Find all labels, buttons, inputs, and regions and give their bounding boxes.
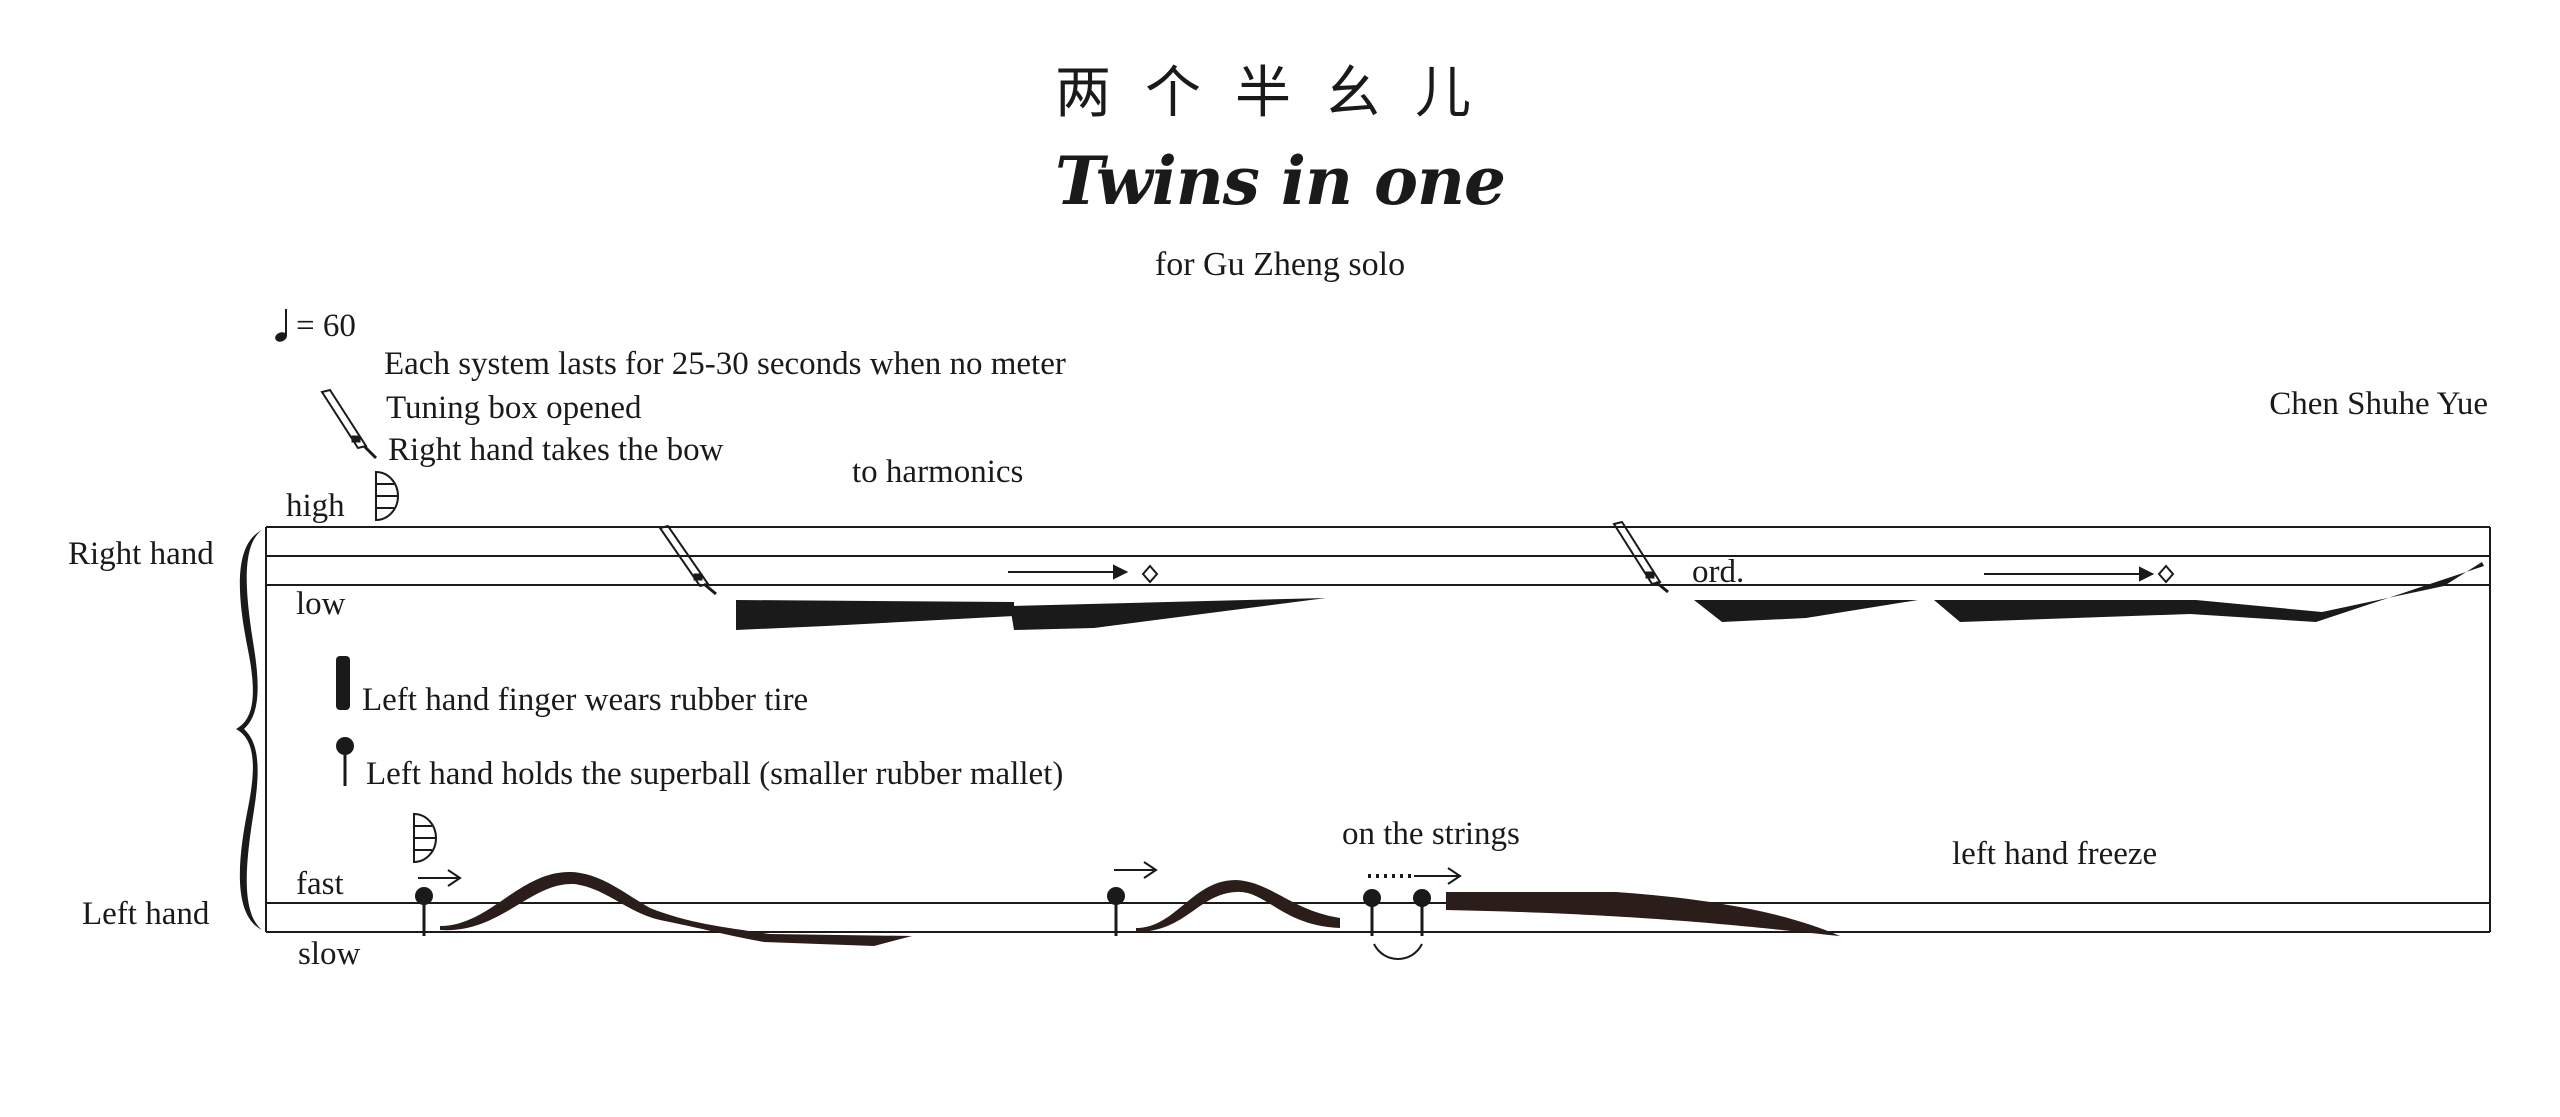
system-brace (236, 530, 262, 930)
quarter-note-icon (275, 309, 287, 342)
freeze-annotation: left hand freeze (1952, 836, 2158, 872)
mallet-stroke-1 (415, 887, 433, 936)
lh-curve-1 (440, 871, 912, 946)
rubber-tire-icon (336, 656, 350, 710)
rh-wedge-4 (1934, 562, 2484, 622)
on-strings-annotation: on the strings (1342, 816, 1520, 852)
duration-instruction: Each system lasts for 25-30 seconds when… (384, 346, 1066, 382)
slur-under-mallets (1373, 943, 1423, 960)
superball-mallet-icon (336, 737, 354, 786)
tempo-marking: = 60 (296, 308, 356, 344)
arrow-to-harmonic-2 (1984, 566, 2155, 582)
label-low: low (296, 586, 346, 622)
bow-icon (320, 388, 378, 460)
hatched-semicircle-icon-2 (413, 812, 437, 864)
mallet-stroke-3 (1363, 889, 1381, 936)
dotted-arrow (1368, 867, 1462, 885)
rubber-tire-instruction: Left hand finger wears rubber tire (362, 682, 809, 718)
tuning-box-instruction: Tuning box opened (386, 390, 642, 426)
hatched-semicircle-icon (375, 470, 399, 522)
lh-curve-3 (1446, 892, 1840, 936)
to-harmonics-annotation: to harmonics (852, 454, 1024, 490)
rh-wedge-2 (1010, 598, 1326, 630)
label-fast: fast (296, 866, 344, 902)
composer-name: Chen Shuhe Yue (2269, 386, 2488, 422)
bow-instruction: Right hand takes the bow (388, 432, 724, 468)
label-slow: slow (298, 936, 361, 972)
label-high: high (286, 488, 345, 524)
ord-annotation: ord. (1692, 554, 1745, 590)
mallet-stroke-2 (1107, 887, 1125, 936)
title-chinese: 两个半幺儿 (1055, 61, 1505, 126)
bow-icon-staff-2 (1612, 520, 1669, 594)
harmonic-diamond-icon-1 (1141, 564, 1159, 584)
title-english: Twins in one (1055, 142, 1506, 220)
mallet-stroke-4 (1413, 889, 1431, 936)
superball-instruction: Left hand holds the superball (smaller r… (366, 756, 1064, 792)
subtitle: for Gu Zheng solo (1154, 246, 1406, 283)
harmonic-diamond-icon-2 (2157, 564, 2175, 584)
small-arrow-2 (1114, 861, 1158, 879)
arrow-to-harmonic-1 (1008, 564, 1129, 580)
rh-wedge-1 (736, 600, 1014, 630)
rh-wedge-3 (1694, 600, 1918, 622)
label-right-hand: Right hand (68, 536, 214, 572)
label-left-hand: Left hand (82, 896, 210, 932)
small-arrow-1 (418, 869, 462, 887)
bow-icon-staff-1 (658, 524, 717, 596)
lh-curve-2 (1136, 880, 1340, 932)
